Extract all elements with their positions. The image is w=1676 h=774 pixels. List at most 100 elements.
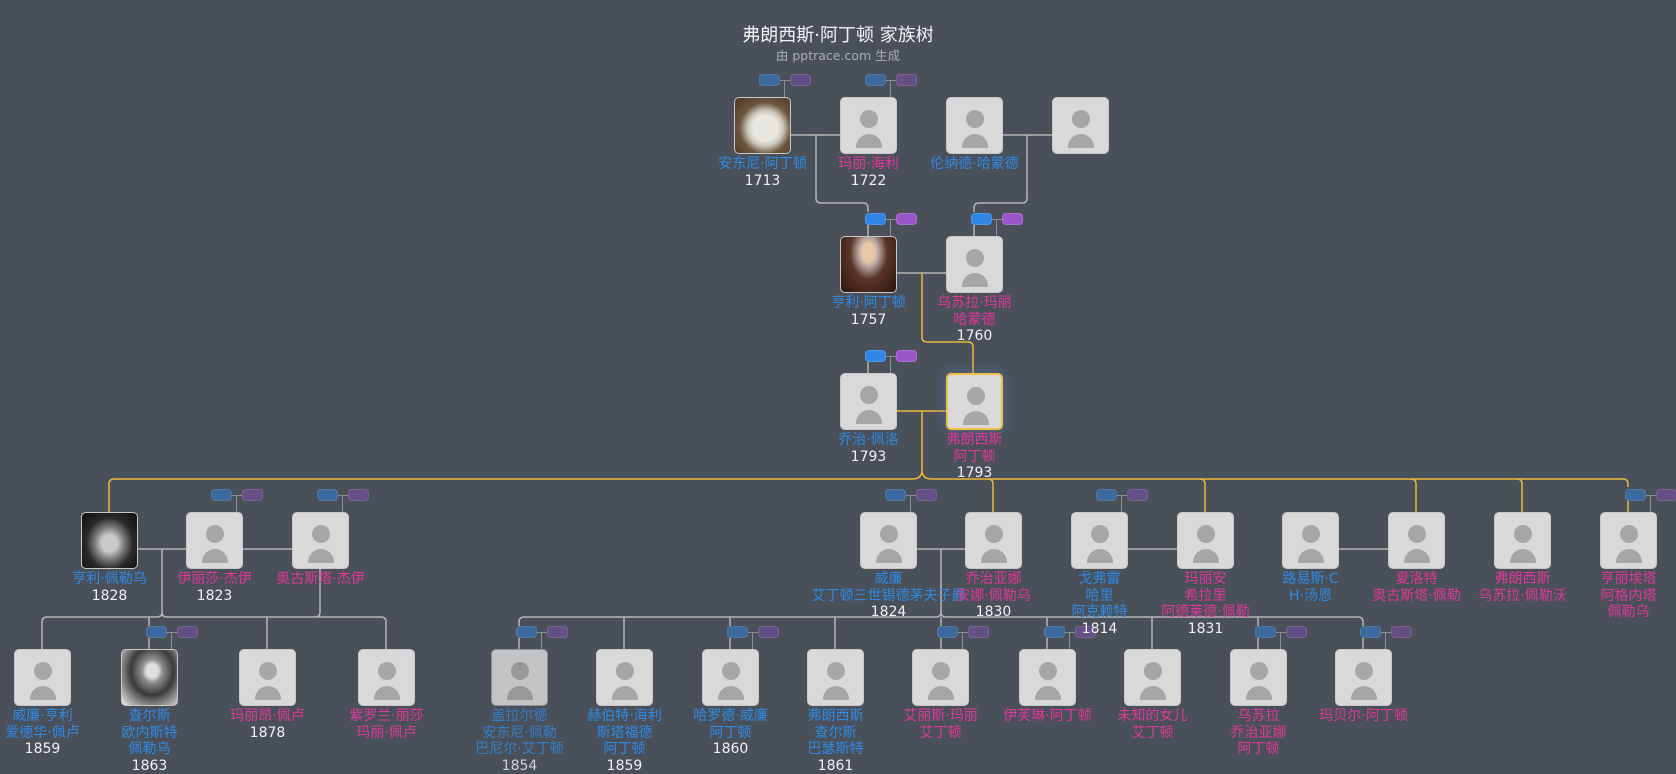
expand-parents-button[interactable] xyxy=(317,489,338,501)
person-card[interactable] xyxy=(358,649,415,706)
person-label[interactable]: 玛贝尔·阿丁顿 xyxy=(1254,708,1474,725)
expand-partners-button[interactable] xyxy=(896,74,917,86)
expand-parents-button[interactable] xyxy=(1360,626,1381,638)
person-label[interactable]: 乌苏拉乔治亚娜阿丁顿 xyxy=(1149,708,1369,758)
person-label[interactable]: 紫罗兰·丽莎玛丽·佩卢 xyxy=(277,708,497,741)
expand-parents-button[interactable] xyxy=(865,350,886,362)
connector xyxy=(171,632,172,649)
person-card[interactable] xyxy=(186,512,243,569)
expand-partners-button[interactable] xyxy=(896,350,917,362)
expand-parents-button[interactable] xyxy=(937,626,958,638)
person-photo[interactable] xyxy=(734,97,791,154)
expand-parents-button[interactable] xyxy=(885,489,906,501)
person-card[interactable] xyxy=(946,236,1003,293)
person-card[interactable] xyxy=(860,512,917,569)
person-card[interactable] xyxy=(14,649,71,706)
expand-partners-button[interactable] xyxy=(242,489,263,501)
expand-parents-button[interactable] xyxy=(1255,626,1276,638)
person-card[interactable] xyxy=(946,373,1003,430)
expand-parents-button[interactable] xyxy=(865,213,886,225)
person-card[interactable] xyxy=(1600,512,1657,569)
person-card[interactable] xyxy=(807,649,864,706)
person-card[interactable] xyxy=(1388,512,1445,569)
person-card[interactable] xyxy=(1230,649,1287,706)
person-photo[interactable] xyxy=(81,512,138,569)
expand-partners-button[interactable] xyxy=(1286,626,1307,638)
expand-partners-button[interactable] xyxy=(968,626,989,638)
person-card[interactable] xyxy=(840,373,897,430)
expand-partners-button[interactable] xyxy=(896,213,917,225)
expand-parents-button[interactable] xyxy=(727,626,748,638)
person-card[interactable] xyxy=(596,649,653,706)
person-card[interactable] xyxy=(1052,97,1109,154)
expand-partners-button[interactable] xyxy=(1656,489,1676,501)
person-card[interactable] xyxy=(1124,649,1181,706)
expand-parents-button[interactable] xyxy=(211,489,232,501)
person-label[interactable]: 弗朗西斯乌苏拉·佩勒沃 xyxy=(1413,571,1633,604)
person-card[interactable] xyxy=(965,512,1022,569)
expand-parents-button[interactable] xyxy=(971,213,992,225)
relation-buttons xyxy=(971,213,1023,237)
expand-partners-button[interactable] xyxy=(547,626,568,638)
expand-partners-button[interactable] xyxy=(1075,626,1096,638)
person-card[interactable] xyxy=(491,649,548,706)
expand-partners-button[interactable] xyxy=(1127,489,1148,501)
expand-partners-button[interactable] xyxy=(916,489,937,501)
person-label[interactable]: 伦纳德·哈蒙德 xyxy=(865,156,1085,173)
expand-partners-button[interactable] xyxy=(790,74,811,86)
person-card[interactable] xyxy=(702,649,759,706)
expand-parents-button[interactable] xyxy=(1044,626,1065,638)
person-label[interactable]: 未知的女儿艾丁顿 xyxy=(1043,708,1263,741)
expand-partners-button[interactable] xyxy=(348,489,369,501)
person-label[interactable]: 夏洛特奥古斯塔·佩勒 xyxy=(1307,571,1527,604)
person-card[interactable] xyxy=(1071,512,1128,569)
avatar-placeholder-icon xyxy=(962,273,988,287)
expand-partners-button[interactable] xyxy=(177,626,198,638)
expand-parents-button[interactable] xyxy=(1096,489,1117,501)
expand-parents-button[interactable] xyxy=(1625,489,1646,501)
person-label[interactable]: 伊芙琳·阿丁顿 xyxy=(938,708,1158,725)
person-card[interactable] xyxy=(1177,512,1234,569)
person-label[interactable]: 艾丽斯·玛丽艾丁顿 xyxy=(831,708,1051,741)
person-card[interactable] xyxy=(1335,649,1392,706)
expand-parents-button[interactable] xyxy=(865,74,886,86)
person-photo[interactable] xyxy=(121,649,178,706)
person-label[interactable]: 奥古斯塔·杰伊 xyxy=(211,571,431,588)
person-card[interactable] xyxy=(1019,649,1076,706)
expand-parents-button[interactable] xyxy=(146,626,167,638)
expand-parents-button[interactable] xyxy=(516,626,537,638)
person-photo[interactable] xyxy=(840,236,897,293)
person-card[interactable] xyxy=(1282,512,1339,569)
expand-partners-button[interactable] xyxy=(758,626,779,638)
person-label[interactable]: 亨丽埃塔阿格内塔佩勒乌 xyxy=(1519,571,1676,621)
expand-partners-button[interactable] xyxy=(1002,213,1023,225)
expand-parents-button[interactable] xyxy=(759,74,780,86)
person-card[interactable] xyxy=(1494,512,1551,569)
person-card[interactable] xyxy=(840,97,897,154)
expand-partners-button[interactable] xyxy=(1391,626,1412,638)
person-card[interactable] xyxy=(292,512,349,569)
person-card[interactable] xyxy=(946,97,1003,154)
person-card[interactable] xyxy=(912,649,969,706)
person-card[interactable] xyxy=(239,649,296,706)
